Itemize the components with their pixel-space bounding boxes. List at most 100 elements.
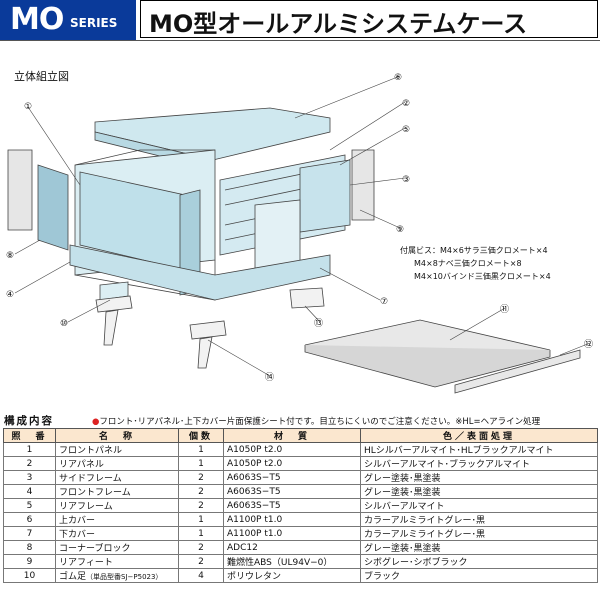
header-no: 照 番 — [3, 428, 56, 443]
rear-panel-part — [254, 199, 301, 271]
callout-7: ⑦ — [380, 297, 388, 307]
row-qty: 2 — [178, 484, 224, 499]
row-material: A6063S−T5 — [223, 484, 361, 499]
row-name: 上カバー — [55, 512, 179, 527]
row-no: 6 — [3, 512, 56, 527]
accessory-screws: 付属ビス：M4×6サラ三価クロメート×4 M4×8ナベ三価クロメート×8 M4×… — [400, 244, 551, 283]
row-no: 1 — [3, 442, 56, 457]
row-qty: 2 — [178, 554, 224, 569]
row-name: フロントフレーム — [55, 484, 179, 499]
bottom-cover-part — [69, 244, 331, 301]
header-material: 材 質 — [223, 428, 361, 443]
row-finish: グレー塗装･黒塗装 — [360, 484, 598, 499]
series-badge: MO SERIES — [0, 0, 136, 40]
row-name: リアパネル — [55, 456, 179, 471]
callout-2: ② — [402, 99, 410, 109]
corner-block-part — [7, 149, 33, 231]
row-name: フロントパネル — [55, 442, 179, 457]
row-qty: 2 — [178, 470, 224, 485]
row-finish: カラーアルミライトグレー･黒 — [360, 526, 598, 541]
callout-3: ③ — [402, 175, 410, 185]
row-finish: グレー塗装･黒塗装 — [360, 540, 598, 555]
row-name: ゴム足（単品型番SJ−P5023） — [55, 568, 179, 583]
row-qty: 1 — [178, 456, 224, 471]
rail-part — [454, 349, 581, 394]
row-no: 9 — [3, 554, 56, 569]
header-name: 名 称 — [55, 428, 179, 443]
row-qty: 4 — [178, 568, 224, 583]
rear-foot-part — [351, 149, 375, 221]
callout-11: ⑪ — [500, 304, 509, 315]
row-material: ADC12 — [223, 540, 361, 555]
callout-6: ⑥ — [394, 73, 402, 83]
table-header-row: 照 番 名 称 個数 材 質 色／表面処理 — [3, 428, 598, 443]
row-name: 下カバー — [55, 526, 179, 541]
row-material: A6063S−T5 — [223, 470, 361, 485]
row-finish: グレー塗装･黒塗装 — [360, 470, 598, 485]
composition-note: ●フロント･リアパネル･上下カバー片面保護シート付です。目立ちにくいのでご注意く… — [92, 415, 540, 427]
row-finish: カラーアルミライトグレー･黒 — [360, 512, 598, 527]
row-material: ポリウレタン — [223, 568, 361, 583]
header-rule — [0, 40, 600, 41]
row-material: A1100P t1.0 — [223, 512, 361, 527]
row-no: 5 — [3, 498, 56, 513]
row-no: 3 — [3, 470, 56, 485]
row-no: 2 — [3, 456, 56, 471]
row-name: コーナーブロック — [55, 540, 179, 555]
note-text: フロント･リアパネル･上下カバー片面保護シート付です。目立ちにくいのでご注意くだ… — [99, 417, 541, 427]
series-label: SERIES — [70, 16, 118, 30]
row-no: 4 — [3, 484, 56, 499]
callout-14: ⑭ — [265, 372, 274, 383]
callout-4: ④ — [6, 290, 14, 300]
row-qty: 2 — [178, 540, 224, 555]
row-qty: 1 — [178, 526, 224, 541]
callout-1: ① — [24, 102, 32, 112]
accessory-line-2: M4×8ナベ三価クロメート×8 — [414, 259, 522, 268]
row-material: 難燃性ABS（UL94V−0） — [223, 554, 361, 569]
callout-5: ⑤ — [402, 125, 410, 135]
note-mark: ● — [92, 417, 100, 427]
row-material: A1050P t2.0 — [223, 442, 361, 457]
callout-9: ⑨ — [396, 225, 404, 235]
callout-8: ⑧ — [6, 251, 14, 261]
row-material: A6063S−T5 — [223, 498, 361, 513]
row-qty: 2 — [178, 498, 224, 513]
page-header: MO SERIES MO型オールアルミシステムケース — [0, 0, 600, 40]
row-name: リアフレーム — [55, 498, 179, 513]
callout-13: ⑬ — [314, 318, 323, 329]
row-material: A1100P t1.0 — [223, 526, 361, 541]
assembly-diagram: ① ⑥ ② ⑤ ③ ⑨ ⑧ ④ ⑦ ⑩ ⑬ ⑪ ⑫ ⑭ — [6, 73, 593, 394]
row-finish: シルバーアルマイト･ブラックアルマイト — [360, 456, 598, 471]
title-box: MO型オールアルミシステムケース — [140, 0, 598, 38]
accessory-line-3: M4×10バインド三価黒クロメート×4 — [414, 272, 551, 281]
callout-10: ⑩ — [60, 319, 68, 329]
diagram-label: 立体組立図 — [14, 70, 69, 83]
row-qty: 1 — [178, 442, 224, 457]
row-name: リアフィート — [55, 554, 179, 569]
series-mo: MO — [10, 2, 64, 37]
row-name-note: （単品型番SJ−P5023） — [86, 573, 163, 581]
header-qty: 個数 — [178, 428, 224, 443]
row-no: 10 — [3, 568, 56, 583]
row-finish: ブラック — [360, 568, 598, 583]
header-finish: 色／表面処理 — [360, 428, 598, 443]
row-qty: 1 — [178, 512, 224, 527]
row-finish: シボグレー･シボブラック — [360, 554, 598, 569]
page-title: MO型オールアルミシステムケース — [149, 10, 528, 38]
row-no: 7 — [3, 526, 56, 541]
row-finish: シルバーアルマイト — [360, 498, 598, 513]
row-name: サイドフレーム — [55, 470, 179, 485]
callout-12: ⑫ — [584, 339, 593, 350]
accessory-line-1: 付属ビス：M4×6サラ三価クロメート×4 — [400, 246, 548, 255]
